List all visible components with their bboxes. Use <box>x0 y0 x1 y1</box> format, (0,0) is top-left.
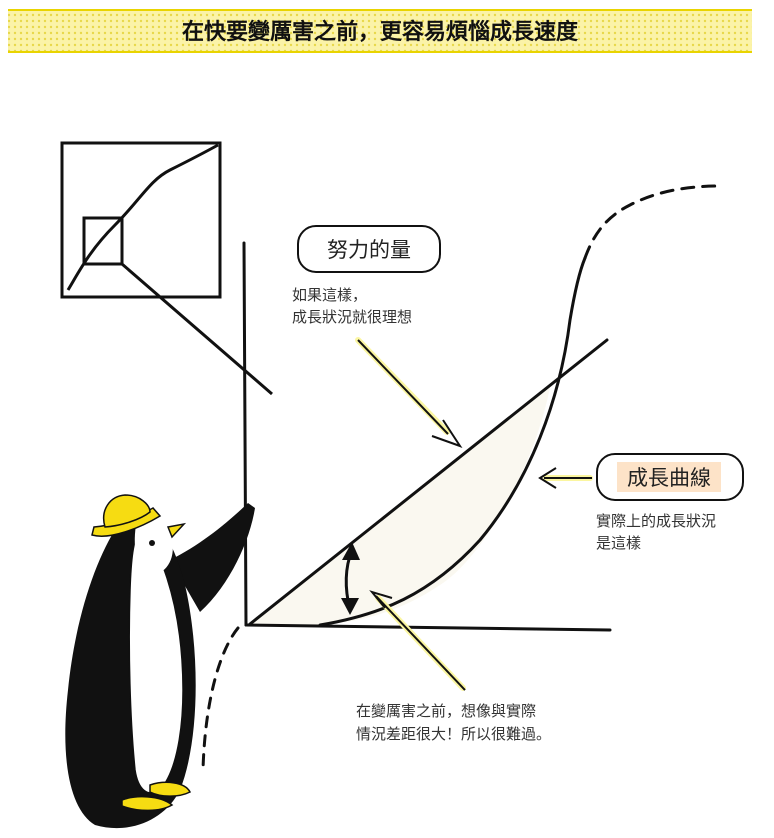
growth-note-line2: 是這樣 <box>596 534 641 552</box>
effort-label: 努力的量 如果這樣， 成長狀況就很理想 <box>292 225 441 326</box>
growth-curve-projection <box>583 184 722 260</box>
effort-arrow <box>355 337 463 448</box>
effort-title: 努力的量 <box>327 238 411 262</box>
inset-frame <box>60 141 222 299</box>
effort-note-line2: 成長狀況就很理想 <box>292 308 412 326</box>
growth-arrow <box>538 467 593 489</box>
ideal-effort-line <box>248 338 609 626</box>
axes <box>242 241 612 632</box>
growth-curve-origin <box>201 626 240 772</box>
banner-background <box>8 10 752 52</box>
gap-arrow <box>341 542 360 615</box>
growth-highlight <box>617 462 721 492</box>
penguin-flipper <box>170 503 255 612</box>
growth-note-line1: 實際上的成長狀況 <box>596 512 716 530</box>
hat-icon <box>91 494 162 537</box>
effort-pill <box>297 225 441 273</box>
gap-label: 在變厲害之前，想像與實際 情況差距很大！所以很難過。 <box>356 702 551 743</box>
zoom-inset <box>60 141 273 396</box>
penguin-belly <box>128 526 184 794</box>
penguin-icon <box>65 494 255 829</box>
gap-note-arrow <box>369 590 466 691</box>
growth-curve <box>318 256 587 627</box>
hat-crown <box>103 494 151 528</box>
penguin-face <box>134 520 173 575</box>
gap-note-line1: 在變厲害之前，想像與實際 <box>356 702 536 720</box>
growth-arrow-head <box>538 467 557 489</box>
inset-pointer <box>121 262 273 396</box>
effort-arrow-head <box>431 419 463 448</box>
title-banner: 在快要變厲害之前，更容易煩惱成長速度 <box>8 9 752 53</box>
effort-arrow-line <box>357 339 449 435</box>
penguin-eye <box>149 540 155 546</box>
gap-note-arrow-head <box>369 590 393 609</box>
effort-note-line1: 如果這樣， <box>292 286 367 304</box>
page-title: 在快要變厲害之前，更容易煩惱成長速度 <box>182 19 579 45</box>
growth-label: 成長曲線 實際上的成長狀況 是這樣 <box>596 453 744 552</box>
gap-arrow-head-down <box>341 598 359 615</box>
penguin-foot-left <box>121 795 174 812</box>
gap-note-line2: 情況差距很大！所以很難過。 <box>356 725 551 743</box>
gap-arrow-head-up <box>342 542 360 560</box>
x-axis <box>244 623 612 632</box>
gap-note-arrow-line <box>375 595 466 691</box>
y-axis <box>242 241 248 627</box>
penguin-beak <box>166 522 187 539</box>
inset-zoom-box <box>82 216 124 266</box>
penguin-foot-right <box>149 781 192 797</box>
growth-title: 成長曲線 <box>627 466 711 490</box>
